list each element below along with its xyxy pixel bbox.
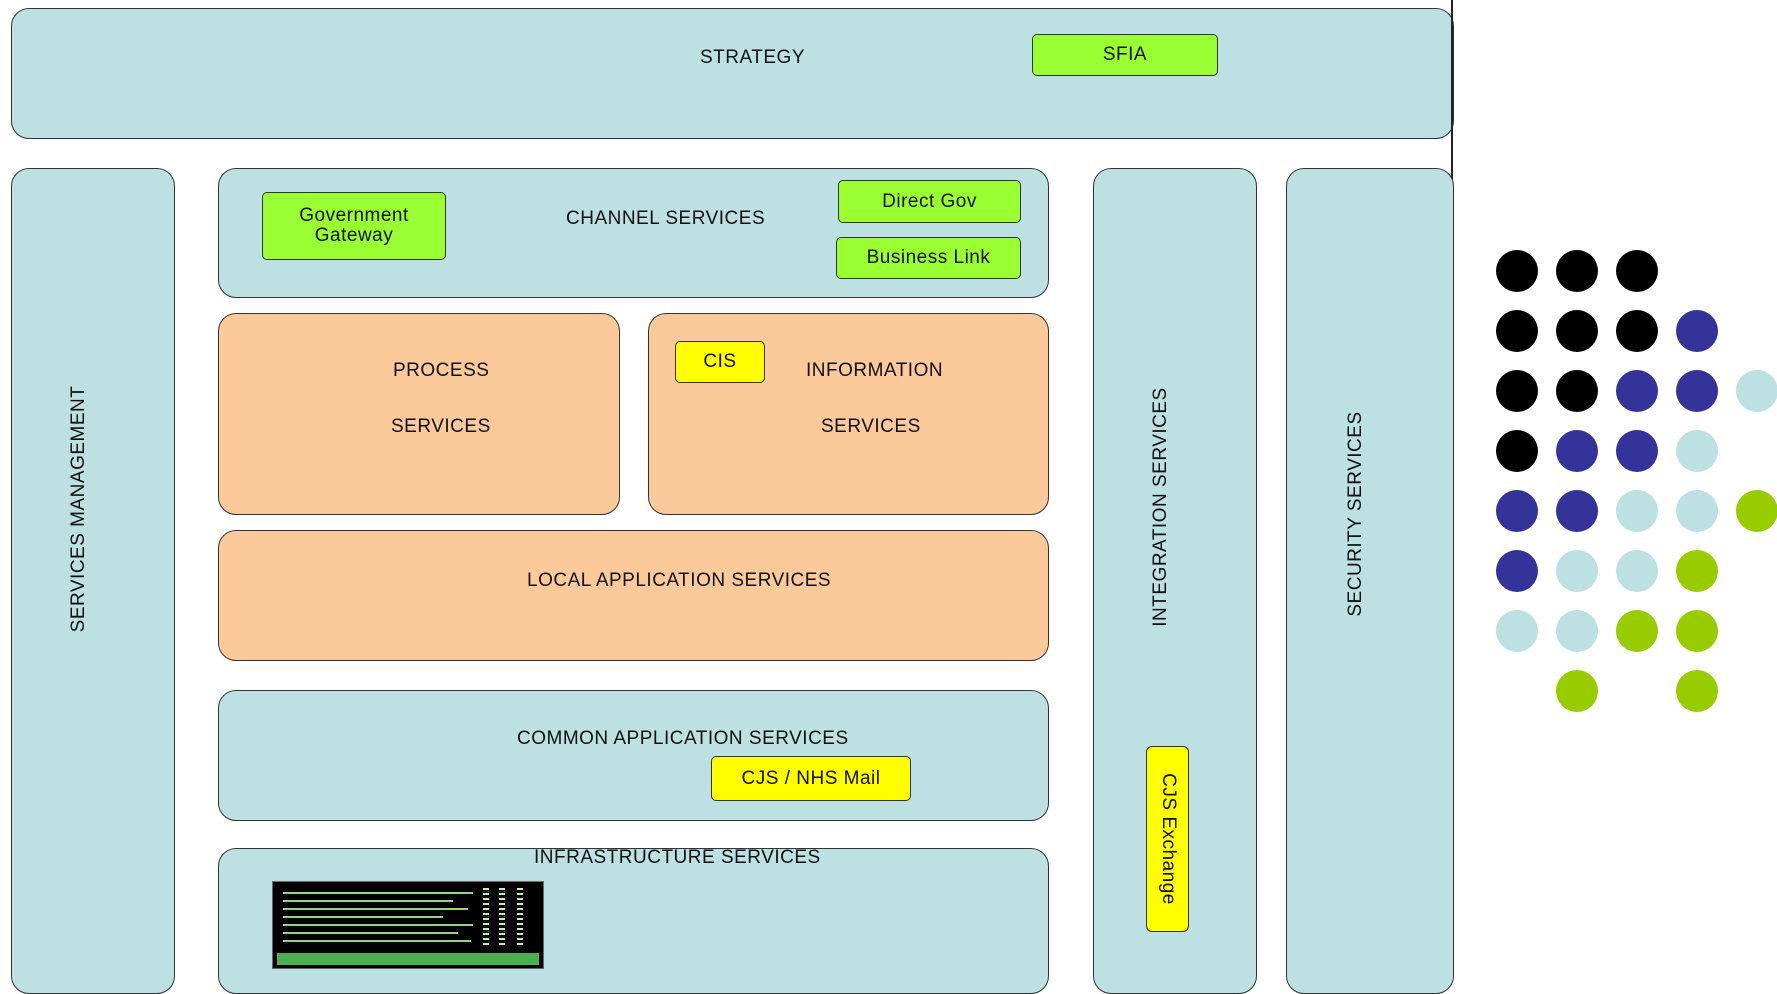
process-services-line2: SERVICES (391, 416, 491, 437)
dot-indigo (1676, 370, 1718, 412)
dot-light-blue (1616, 550, 1658, 592)
process-services-line1: PROCESS (393, 360, 490, 381)
dot-light-blue (1736, 370, 1777, 412)
dot-indigo (1556, 490, 1598, 532)
strategy-label: STRATEGY (700, 47, 805, 68)
cjs-exchange-tag: CJS Exchange (1146, 746, 1189, 932)
local-application-services-label: LOCAL APPLICATION SERVICES (527, 570, 832, 591)
cjs-exchange-label: CJS Exchange (1157, 773, 1179, 905)
dot-indigo (1676, 310, 1718, 352)
dot-black (1496, 250, 1538, 292)
dot-light-blue (1556, 610, 1598, 652)
cjs-nhs-mail-tag: CJS / NHS Mail (711, 756, 911, 801)
dot-black (1496, 430, 1538, 472)
dot-indigo (1616, 370, 1658, 412)
local-application-services-layer (218, 530, 1049, 661)
dot-lime (1616, 610, 1658, 652)
services-management-label: SERVICES MANAGEMENT (68, 385, 89, 633)
common-application-services-layer (218, 690, 1049, 821)
dot-black (1556, 370, 1598, 412)
dot-lime (1676, 670, 1718, 712)
dot-black (1496, 310, 1538, 352)
dot-lime (1556, 670, 1598, 712)
dot-lime (1676, 550, 1718, 592)
dot-light-blue (1496, 610, 1538, 652)
process-services-layer (218, 313, 620, 515)
dot-black (1616, 310, 1658, 352)
security-services-label: SECURITY SERVICES (1345, 411, 1366, 617)
cis-tag: CIS (675, 341, 765, 383)
dot-black (1556, 250, 1598, 292)
common-application-services-label: COMMON APPLICATION SERVICES (517, 728, 849, 749)
services-management-layer (11, 168, 175, 994)
information-services-line1: INFORMATION (806, 360, 944, 381)
infrastructure-services-label: INFRASTRUCTURE SERVICES (534, 847, 821, 868)
dot-indigo (1616, 430, 1658, 472)
information-services-line2: SERVICES (821, 416, 921, 437)
dot-black (1496, 370, 1538, 412)
government-gateway-tag: Government Gateway (262, 192, 446, 260)
dot-indigo (1556, 430, 1598, 472)
direct-gov-tag: Direct Gov (838, 180, 1021, 223)
dot-light-blue (1676, 430, 1718, 472)
business-link-tag: Business Link (836, 237, 1021, 279)
integration-services-label: INTEGRATION SERVICES (1150, 387, 1171, 627)
security-services-layer (1286, 168, 1454, 994)
dot-black (1616, 250, 1658, 292)
dot-light-blue (1556, 550, 1598, 592)
terminal-screenshot-image (272, 881, 544, 969)
dot-lime (1676, 610, 1718, 652)
dot-lime (1736, 490, 1777, 532)
dot-black (1556, 310, 1598, 352)
dot-indigo (1496, 550, 1538, 592)
channel-services-label: CHANNEL SERVICES (566, 208, 766, 229)
dot-indigo (1496, 490, 1538, 532)
dot-light-blue (1616, 490, 1658, 532)
sfia-tag: SFIA (1032, 34, 1218, 76)
strategy-layer (11, 8, 1454, 139)
dot-light-blue (1676, 490, 1718, 532)
